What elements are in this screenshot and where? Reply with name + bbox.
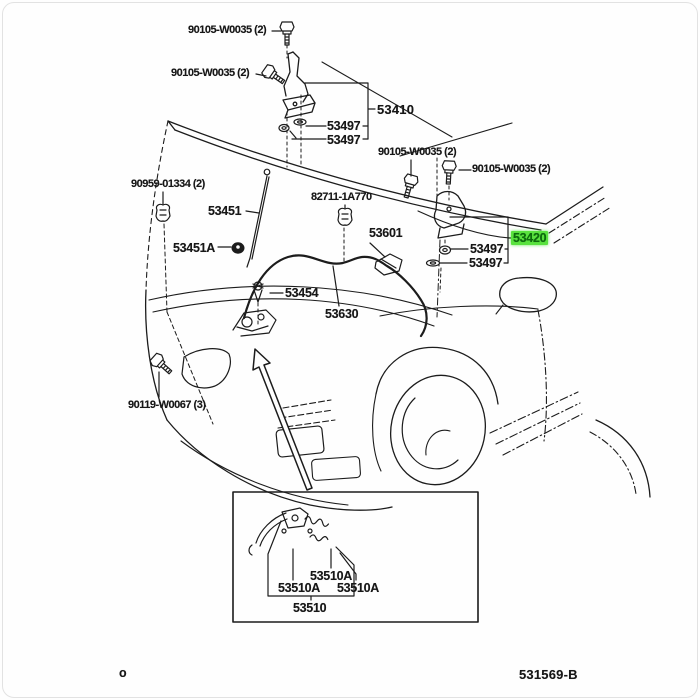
part-label-53451[interactable]: 53451 [208, 204, 242, 218]
lock-cylinder-part [369, 242, 403, 276]
part-label-53497-top1[interactable]: 53497 [327, 119, 361, 133]
hex-bolt-icon [403, 173, 419, 199]
part-label-53497-lh2[interactable]: 53497 [469, 256, 503, 270]
grommet-icon [217, 242, 245, 254]
release-cable-part [242, 254, 428, 338]
part-label-82711-1a770[interactable]: 82711-1A770 [311, 191, 372, 203]
part-label-90105-w0035-mid[interactable]: 90105-W0035 (2) [378, 146, 457, 158]
leader-lines-53420 [410, 159, 512, 264]
part-label-90119-w0067[interactable]: 90119-W0067 (3) [128, 399, 206, 411]
part-label-53454[interactable]: 53454 [285, 286, 319, 300]
hex-bolt-icons [149, 21, 457, 398]
arrow-icon [252, 348, 313, 491]
part-label-53410[interactable]: 53410 [377, 102, 415, 117]
page-marker: o [119, 666, 127, 680]
hex-bolt-icon [441, 160, 457, 185]
part-label-53497-top2[interactable]: 53497 [327, 133, 361, 147]
hood-lock-on-body [232, 309, 277, 337]
part-label-90105-w0035-right[interactable]: 90105-W0035 (2) [472, 163, 551, 175]
hood-hinge-rh-part [282, 44, 316, 168]
drawing-number: 531569-B [519, 667, 578, 682]
car-outline [145, 61, 651, 511]
hood-hinge-lh-part [433, 157, 467, 318]
hood-hook-part [252, 281, 284, 327]
hex-bolt-icon [279, 21, 295, 46]
part-label-90959-01334[interactable]: 90959-01334 (2) [131, 178, 205, 190]
part-label-53497-lh1[interactable]: 53497 [470, 242, 504, 256]
part-label-53451a[interactable]: 53451A [173, 241, 215, 255]
part-label-53420-highlighted[interactable]: 53420 [511, 231, 549, 245]
part-label-90105-w0035-top[interactable]: 90105-W0035 (2) [188, 24, 267, 36]
part-label-53510a-left[interactable]: 53510A [278, 581, 320, 595]
part-label-53510a-center[interactable]: 53510A [310, 569, 352, 583]
clip-icon-82711 [337, 204, 353, 263]
part-label-90105-w0035-left[interactable]: 90105-W0035 (2) [171, 67, 250, 79]
clip-icon-90959 [155, 191, 214, 425]
inset-detail-box [232, 491, 479, 623]
hood-lock-assembly-part [248, 507, 357, 601]
hex-bolt-icon [149, 352, 173, 375]
part-label-53601[interactable]: 53601 [369, 226, 403, 240]
washer-icons-top [278, 118, 307, 133]
part-label-53510[interactable]: 53510 [293, 601, 327, 615]
hood-support-rod-part [245, 168, 271, 268]
part-label-53630[interactable]: 53630 [325, 307, 359, 321]
hex-bolt-icon [261, 64, 286, 85]
part-label-53510a-right[interactable]: 53510A [337, 581, 379, 595]
leader-lines-53410 [255, 30, 376, 140]
